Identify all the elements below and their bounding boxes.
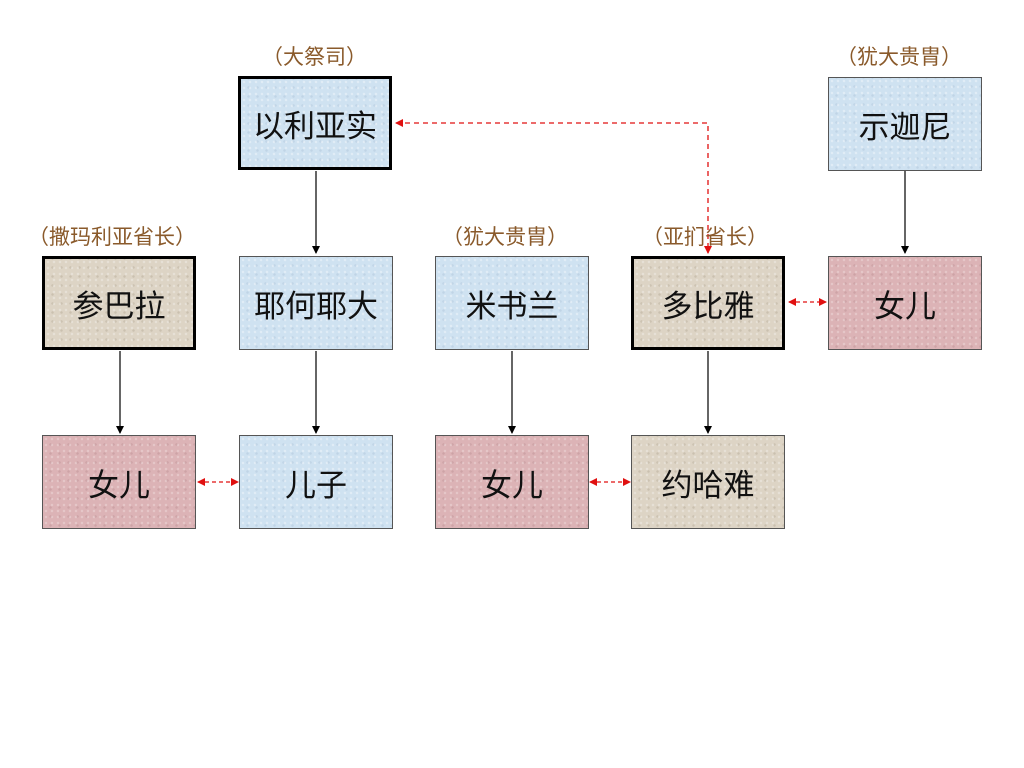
node-sanballat: 参巴拉 [42, 256, 196, 350]
node-shecaniah-daughter: 女儿 [828, 256, 982, 350]
node-meshullam-daughter: 女儿 [435, 435, 589, 529]
link-eliashib-tobiah [395, 119, 712, 254]
node-tobiah: 多比雅 [631, 256, 785, 350]
label-jewish-noble-1: （犹大贵胄） [836, 45, 962, 69]
node-joiada: 耶何耶大 [239, 256, 393, 350]
node-eliashib: 以利亚实 [238, 76, 392, 170]
label-high-priest: （大祭司） [262, 45, 367, 69]
label-jewish-noble-2: （犹大贵胄） [442, 225, 568, 249]
label-samaria-governor: （撒玛利亚省长） [28, 225, 196, 249]
node-jehohanan: 约哈难 [631, 435, 785, 529]
node-shecaniah: 示迦尼 [828, 77, 982, 171]
node-meshullam: 米书兰 [435, 256, 589, 350]
label-ammon-governor: （亚扪省长） [642, 225, 768, 249]
node-sanballat-daughter: 女儿 [42, 435, 196, 529]
node-joiada-son: 儿子 [239, 435, 393, 529]
